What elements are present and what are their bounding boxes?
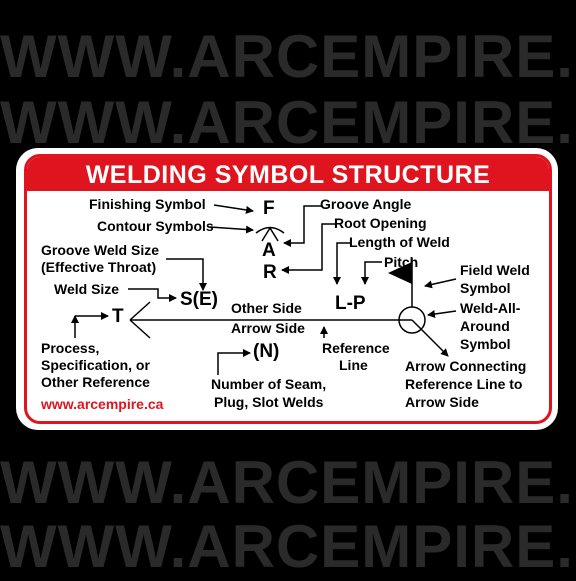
leader-groove-angle <box>283 205 322 247</box>
leader-groove-size <box>166 258 207 291</box>
symbol-l-p: L-P <box>335 293 366 314</box>
label-weld-size: Weld Size <box>54 281 120 297</box>
label-other-side: Other Side <box>231 300 302 316</box>
label-finishing-symbol: Finishing Symbol <box>89 196 206 212</box>
groove-v-right <box>269 227 279 242</box>
label-groove-angle: Groove Angle <box>320 196 412 212</box>
symbol-t: T <box>112 306 124 327</box>
label-length-of-weld: Length of Weld <box>349 234 450 250</box>
groove-v-left <box>261 227 271 242</box>
watermark-text: WWW.ARCEMPIRE.CA <box>0 513 576 580</box>
label-process: Process, <box>41 340 100 356</box>
label-contour-symbols: Contour Symbols <box>97 218 214 234</box>
leader-weld-all <box>427 310 457 318</box>
label-weld-all: Weld-All- <box>460 300 521 316</box>
leader-contour <box>209 225 254 234</box>
leader-root-opening <box>281 223 337 274</box>
leader-weld-size <box>128 288 177 302</box>
tail-lower <box>129 319 151 339</box>
label-root-opening: Root Opening <box>334 215 427 231</box>
arrow-line <box>411 319 449 357</box>
leader-field-weld <box>424 278 457 289</box>
watermark-text: WWW.ARCEMPIRE.CA <box>0 89 576 156</box>
watermark-text: WWW.ARCEMPIRE.CA <box>0 23 576 90</box>
symbol-a: A <box>262 240 276 261</box>
label-reference-line-to: Reference Line to <box>405 376 523 392</box>
label-around: Around <box>460 318 510 334</box>
label-effective-throat: (Effective Throat) <box>41 259 157 275</box>
welding-symbol-panel: WELDING SYMBOL STRUCTURE <box>24 154 552 424</box>
label-weld-all-symbol: Symbol <box>460 336 511 352</box>
symbol-n: (N) <box>253 341 280 362</box>
label-plug-slot: Plug, Slot Welds <box>214 394 324 410</box>
tail-upper <box>129 301 151 321</box>
label-number-of-seam: Number of Seam, <box>211 376 327 392</box>
label-arrow-side: Arrow Side <box>231 320 305 336</box>
website-link[interactable]: www.arcempire.ca <box>41 396 164 412</box>
panel-title: WELDING SYMBOL STRUCTURE <box>27 157 549 191</box>
watermark-text: WWW.ARCEMPIRE.CA <box>0 449 576 516</box>
leader-length <box>333 242 350 285</box>
leader-finishing <box>213 204 254 214</box>
label-specification: Specification, or <box>41 357 150 373</box>
field-weld-flag <box>388 262 412 284</box>
label-groove-weld-size: Groove Weld Size <box>41 242 159 258</box>
label-line: Line <box>339 357 368 373</box>
label-arrow-connecting: Arrow Connecting <box>405 358 527 374</box>
symbol-s-e: S(E) <box>180 289 218 310</box>
label-pitch: Pitch <box>384 254 419 270</box>
label-field-weld: Field Weld <box>460 262 530 278</box>
symbol-r: R <box>263 262 277 283</box>
contour-arc <box>255 226 285 234</box>
leader-pitch <box>361 261 382 285</box>
label-reference: Reference <box>322 340 390 356</box>
label-other-reference: Other Reference <box>41 374 150 390</box>
label-field-weld-symbol: Symbol <box>460 280 511 296</box>
label-arrow-side-2: Arrow Side <box>405 394 479 410</box>
symbol-f: F <box>263 198 275 219</box>
leader-seam <box>217 349 251 375</box>
